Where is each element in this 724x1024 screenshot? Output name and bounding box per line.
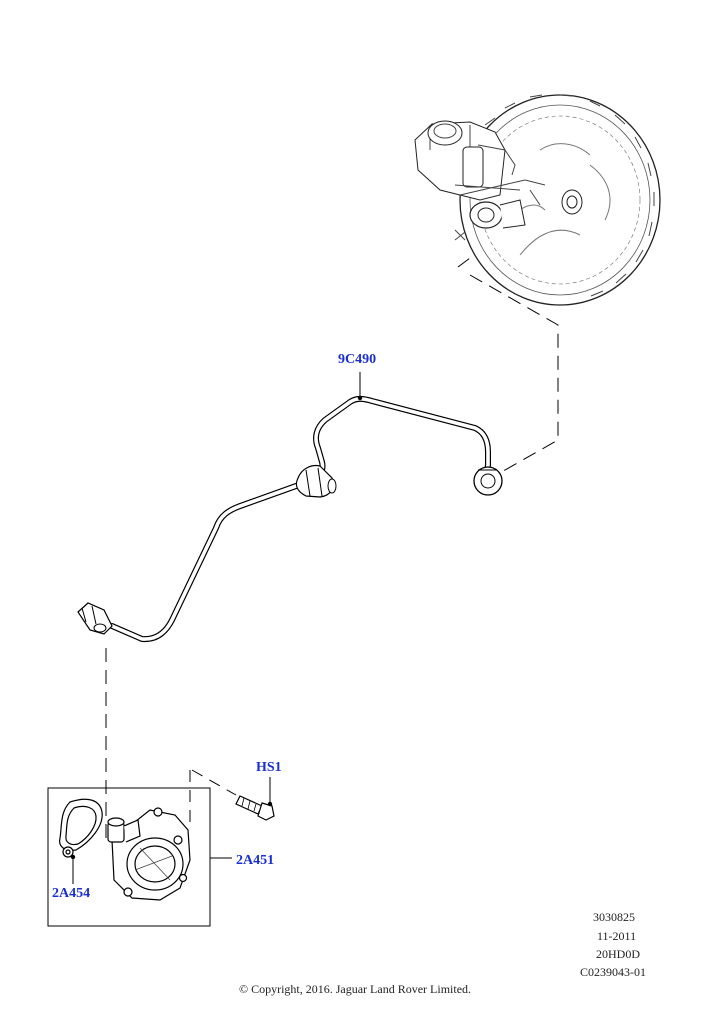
callout-hs1[interactable]: HS1 — [256, 760, 282, 775]
callout-9c490[interactable]: 9C490 — [338, 352, 377, 367]
copyright-notice: © Copyright, 2016. Jaguar Land Rover Lim… — [238, 982, 472, 996]
callout-2a451[interactable]: 2A451 — [236, 853, 275, 868]
brake-booster — [414, 94, 661, 306]
seal — [59, 798, 103, 884]
leader-bolt-to-pump — [189, 769, 237, 830]
reference-number: 3030825 — [593, 910, 635, 924]
illustration-id: C0239043-01 — [580, 965, 646, 979]
reference-code: 20HD0D — [596, 947, 640, 961]
reference-date: 11-2011 — [597, 929, 637, 943]
callout-2a454[interactable]: 2A454 — [52, 886, 91, 901]
vacuum-pipe — [77, 372, 503, 643]
bolt — [235, 777, 275, 821]
leader-booster-to-pipe — [457, 257, 559, 475]
pump-box — [47, 787, 232, 927]
vacuum-pump — [107, 807, 191, 901]
